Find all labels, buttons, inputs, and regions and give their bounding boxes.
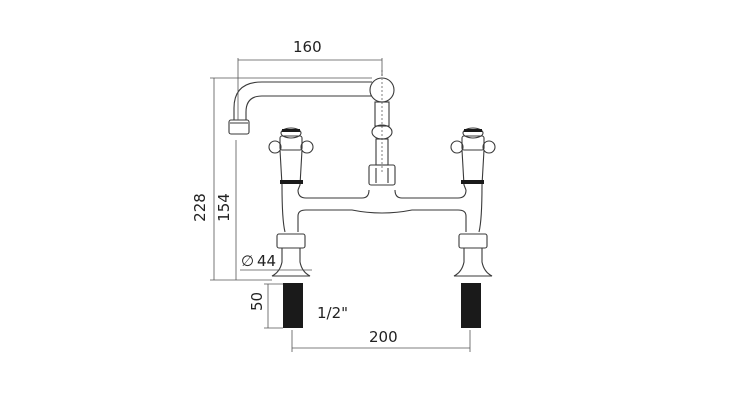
bridge <box>297 189 467 199</box>
left-valve <box>268 127 314 277</box>
dim-spout-height: 154 <box>214 193 233 222</box>
dim-spout-reach: 160 <box>293 38 322 56</box>
dim-thread-length: 50 <box>248 291 267 312</box>
spout <box>228 70 395 172</box>
dim-base-diameter: 44 <box>257 252 277 270</box>
right-thread-shank <box>461 283 481 328</box>
dim-base-diameter-symbol: ∅ <box>241 252 255 270</box>
left-thread-shank <box>283 283 303 328</box>
central-column <box>368 101 396 186</box>
dim-centers: 200 <box>369 328 398 346</box>
dim-thread-size: 1/2" <box>317 304 349 322</box>
right-valve <box>450 127 496 277</box>
dim-total-height: 228 <box>190 193 209 222</box>
